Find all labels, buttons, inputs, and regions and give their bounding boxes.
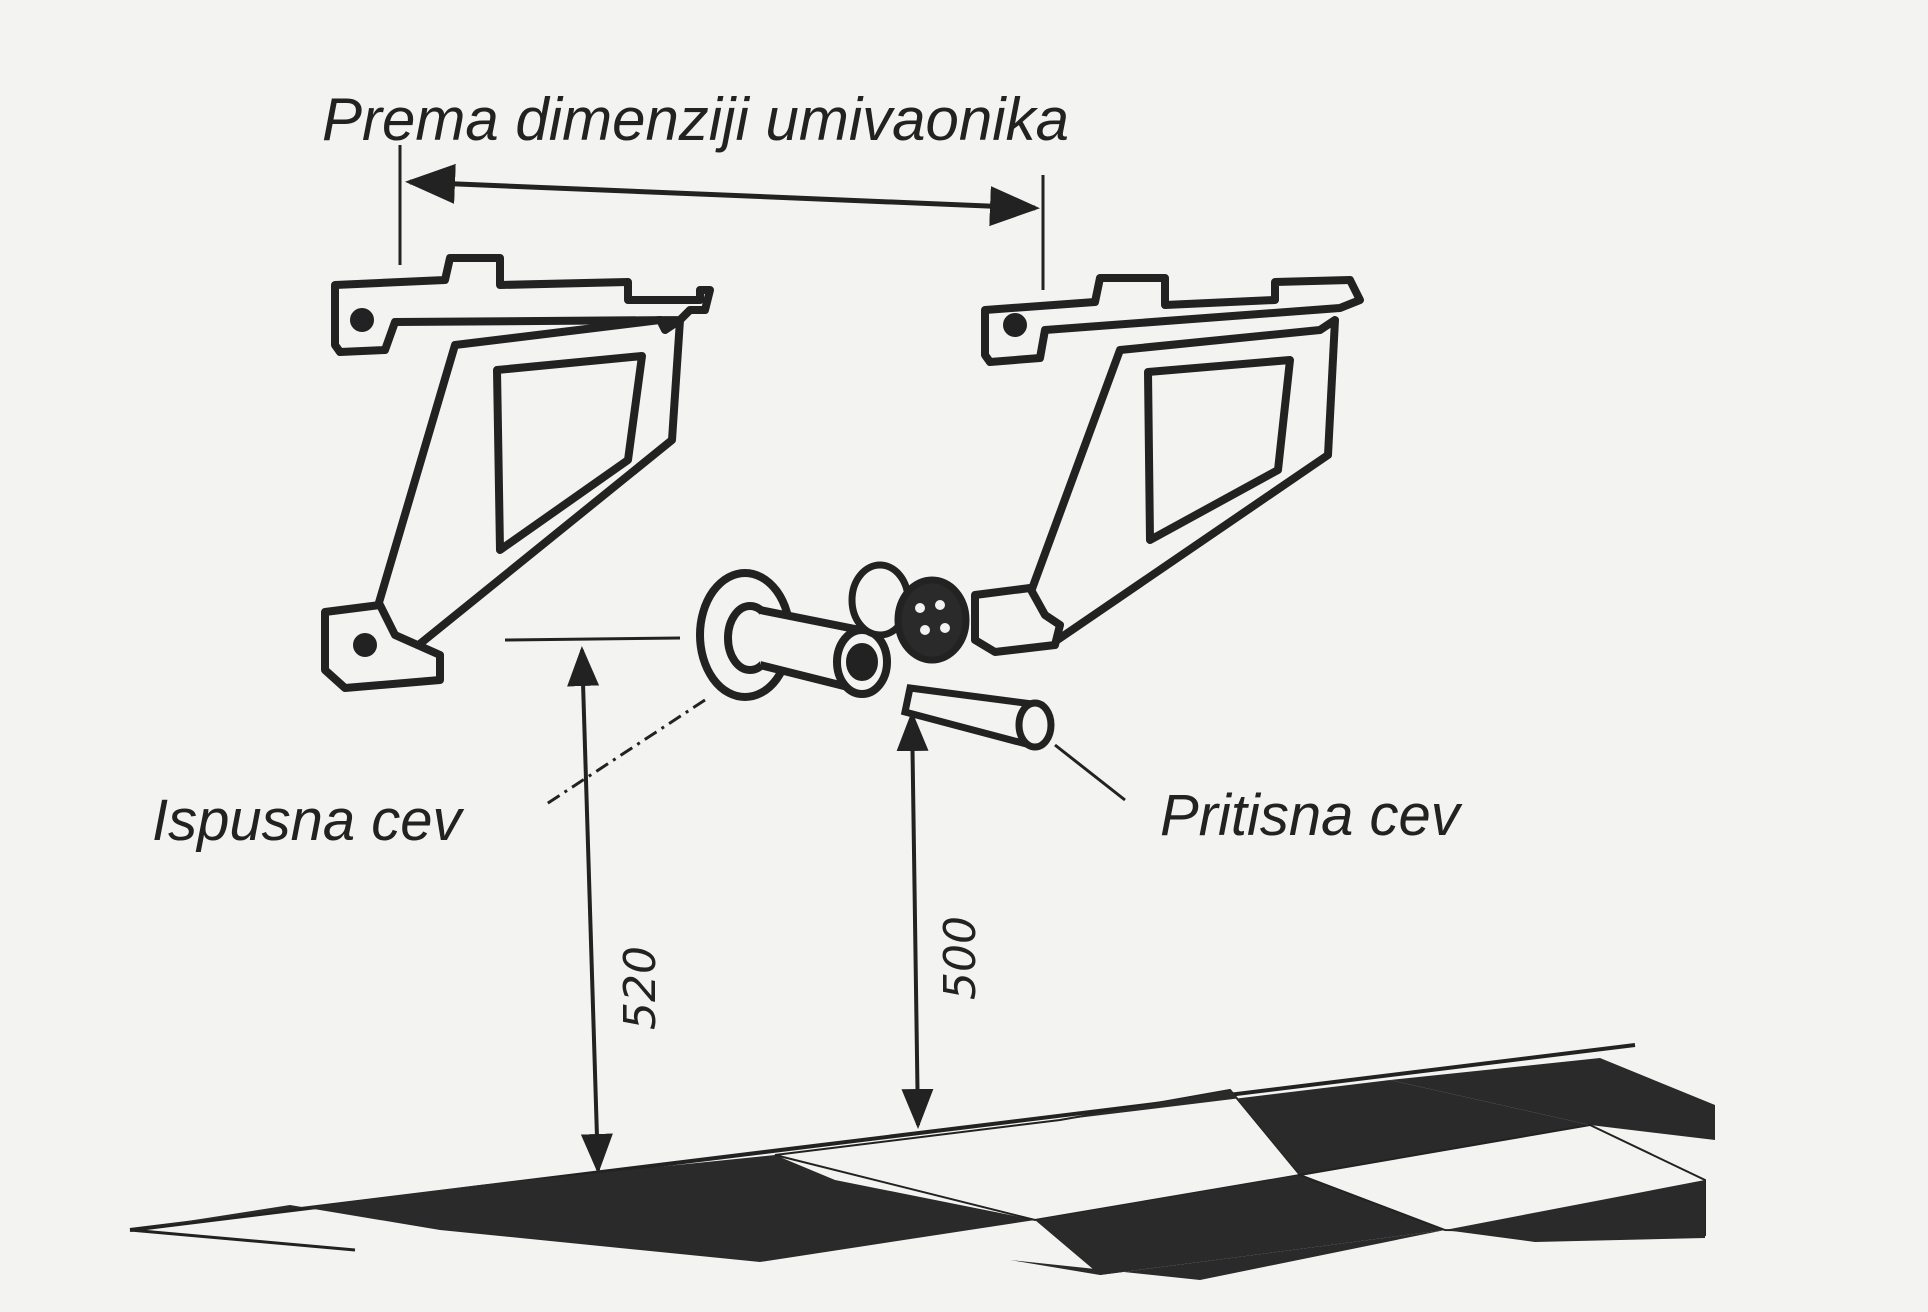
right-bracket xyxy=(971,274,1364,656)
drain-pipe-leader xyxy=(544,698,706,807)
checkered-floor xyxy=(129,1043,1715,1280)
drain-height-value: 520 xyxy=(615,946,666,1030)
valve-fitting xyxy=(848,561,970,664)
pressure-pipe-leader xyxy=(1054,743,1126,802)
left-bracket xyxy=(321,254,714,692)
width-dimension-label: Prema dimenziji umivaonika xyxy=(322,86,1069,153)
drain-pipe-label: Ispusna cev xyxy=(152,788,465,853)
drain-pipe xyxy=(696,569,891,701)
pressure-height-value: 500 xyxy=(935,916,986,1000)
pressure-pipe-label: Pritisna cev xyxy=(1160,783,1463,848)
pressure-height-dimension xyxy=(896,711,934,1129)
drain-height-dimension xyxy=(504,636,681,1174)
pressure-pipe xyxy=(900,684,1055,751)
width-dimension xyxy=(398,145,1045,290)
